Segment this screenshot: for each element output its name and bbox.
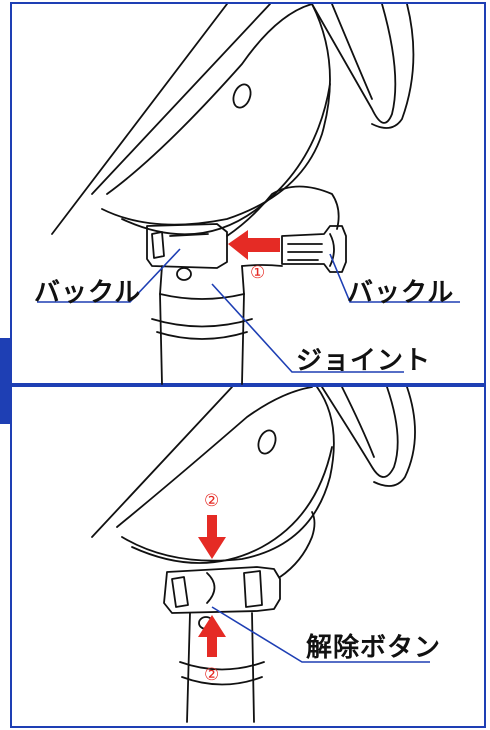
label-buckle-left: バックル	[34, 278, 142, 308]
label-joint: ジョイント	[296, 346, 432, 376]
panel-buckle-attach: ① バックル バックル ジョイント	[10, 2, 486, 385]
side-tab-marker	[0, 338, 11, 424]
label-buckle-right: バックル	[347, 278, 455, 308]
step-number-2-top: ②	[204, 491, 220, 511]
panel-buckle-release: ② ② 解除ボタン	[10, 385, 486, 728]
illustration-buckle-attach	[37, 4, 460, 385]
step-number-1: ①	[250, 263, 266, 283]
illustration-buckle-release	[91, 387, 430, 723]
label-release-button: 解除ボタン	[306, 633, 442, 663]
step-number-2-bottom: ②	[204, 665, 220, 685]
